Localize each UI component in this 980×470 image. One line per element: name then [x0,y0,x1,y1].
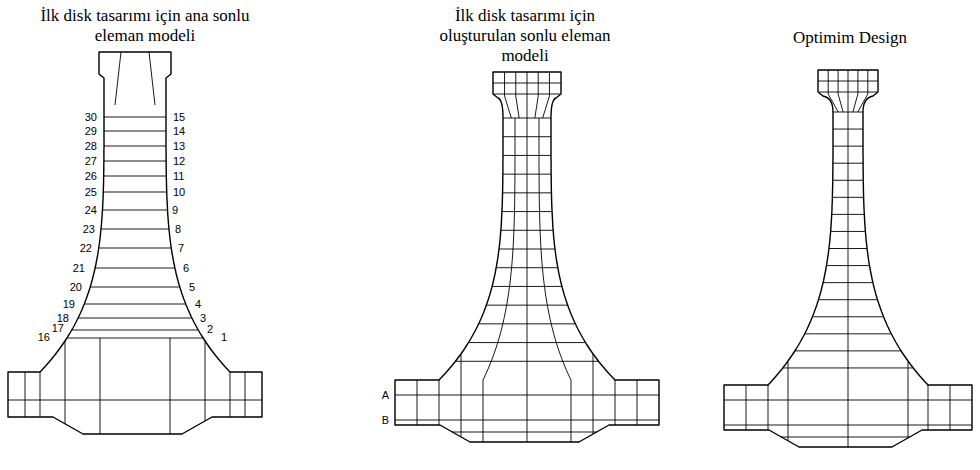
mesh-line [637,380,638,425]
mesh-line [539,118,571,442]
node-number: 26 [85,170,97,183]
mesh-line [395,420,659,421]
mesh-line [104,146,166,147]
mesh-line [65,341,66,424]
node-number: 19 [63,298,75,311]
row-label: B [382,414,389,427]
disk-outline [395,72,659,442]
mesh-line [781,437,910,438]
node-number: 11 [173,170,184,183]
mesh-line [90,287,180,288]
mesh-line [67,338,203,339]
mesh-line [853,70,858,112]
mesh-line [417,380,418,425]
mesh-line [505,72,512,118]
node-number: 2 [207,323,213,336]
node-number: 9 [172,204,178,217]
mesh-line [104,117,166,118]
mesh-line [72,330,199,331]
node-number: 5 [189,281,195,294]
mesh-line [104,176,167,177]
node-number: 14 [173,125,185,138]
mesh-line [25,372,26,417]
node-number: 13 [173,140,185,153]
mesh-line [395,395,659,396]
node-number: 3 [200,312,206,325]
node-number: 22 [80,242,92,255]
node-number: 29 [85,125,97,138]
mesh-line [788,362,789,441]
mesh-line [170,338,171,434]
mesh-line [439,380,440,425]
node-number: 8 [175,223,181,236]
node-number: 25 [85,186,97,199]
mesh-line [838,70,843,112]
figure-title: İlk disk tasarımı için ana sonlu eleman … [34,6,256,46]
node-number: 7 [178,242,184,255]
mesh-line [101,229,169,230]
node-number: 1 [221,331,227,344]
node-number: 27 [85,155,97,168]
mesh-line [527,118,528,442]
mesh-line [928,385,929,430]
mesh-line [100,338,101,434]
node-number: 15 [173,111,185,124]
mesh-line [615,380,616,425]
mesh-line [848,70,849,112]
disk-outline [8,52,262,434]
mesh-line [8,400,262,401]
mesh-line [828,70,838,112]
mesh-line [516,72,519,118]
node-number: 4 [195,298,201,311]
mesh-line [527,72,528,118]
mesh-line [858,70,868,112]
node-number: 21 [73,262,85,275]
node-number: 17 [52,322,64,335]
node-number: 24 [85,204,97,217]
mesh-line [102,210,167,211]
mesh-line [543,72,550,118]
node-number: 12 [173,155,185,168]
mesh-line [103,192,166,193]
mesh-line [230,372,231,417]
mesh-line [104,131,166,132]
mesh-line [535,72,538,118]
mesh-line [724,425,972,426]
mesh-line [452,432,597,433]
mesh-line [950,385,951,430]
mesh-line [848,112,849,447]
node-number: 28 [85,140,97,153]
row-label: A [382,389,389,402]
node-number: 6 [183,262,189,275]
mesh-line [245,372,246,417]
mesh-line [461,354,462,437]
node-number: 30 [85,111,97,124]
mesh-line [99,248,172,249]
node-number: 16 [38,331,50,344]
mesh-line [593,354,594,434]
mesh-line [104,161,166,162]
mesh-line [724,400,972,401]
mesh-line [115,52,121,105]
figure-title: Optimim Design [740,28,960,48]
mesh-line [95,268,175,269]
node-number: 20 [70,281,82,294]
mesh-line [483,118,515,442]
mesh-line [40,372,41,417]
node-number: 10 [173,186,185,199]
node-number: 23 [83,223,95,236]
mesh-line [149,52,155,105]
disk-outline [724,70,972,447]
mesh-line [205,341,206,421]
figure-title: İlk disk tasarımı için oluşturulan sonlu… [423,6,628,66]
mesh-line [746,385,747,430]
mesh-line [768,385,769,430]
mesh-line [78,318,192,319]
mesh-line [84,304,185,305]
